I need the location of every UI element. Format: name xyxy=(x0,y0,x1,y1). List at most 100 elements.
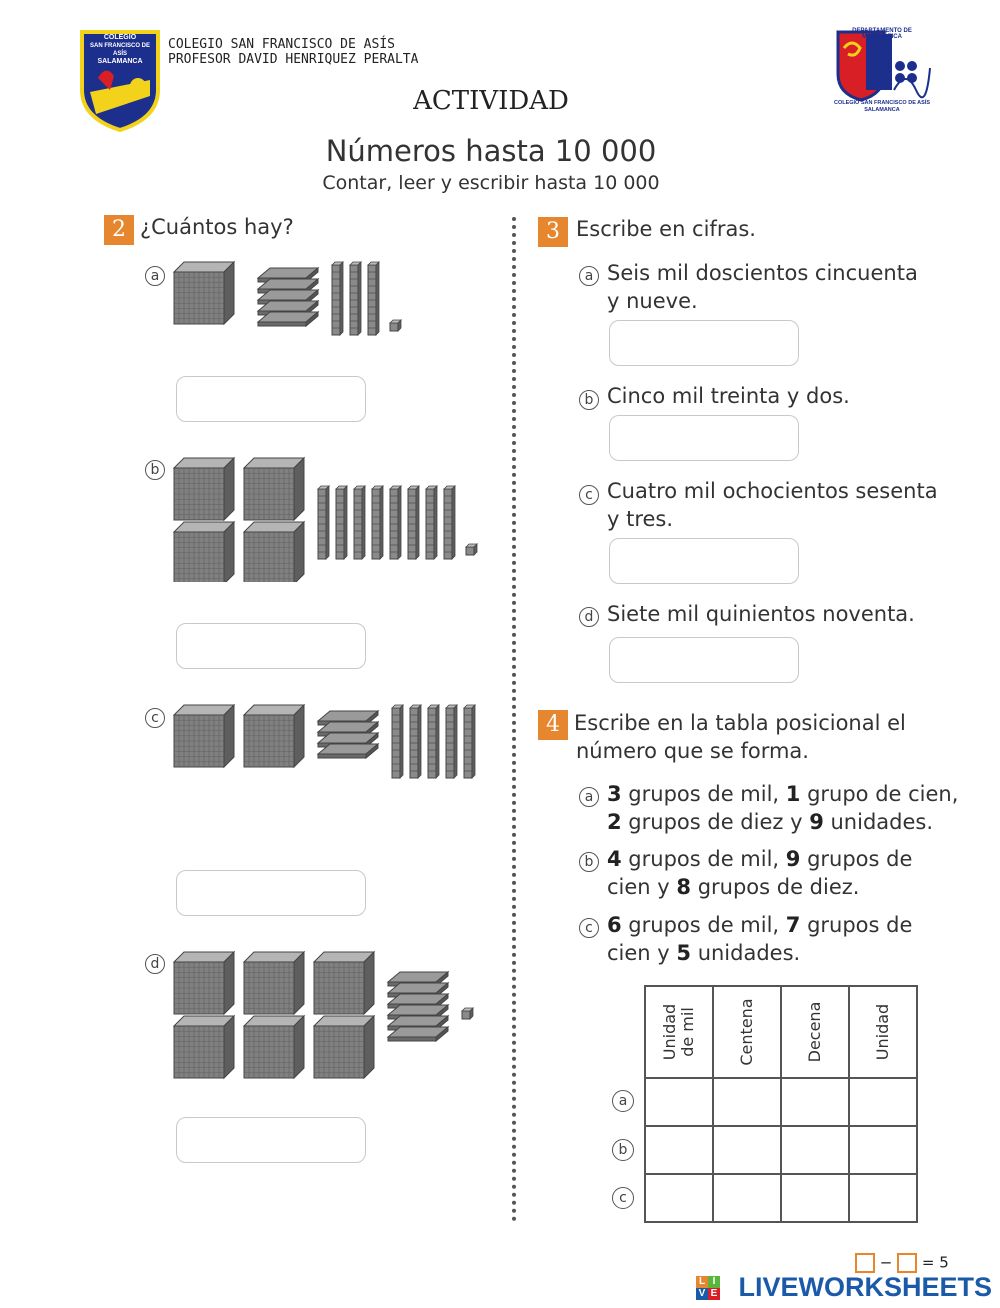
page-subtitle: Contar, leer y escribir hasta 10 000 xyxy=(322,172,660,194)
answer-box-2a[interactable] xyxy=(176,376,366,422)
ten-rod xyxy=(391,704,404,779)
statement-3a-line1: Seis mil doscientos cincuenta xyxy=(607,261,918,285)
answer-box-2d[interactable] xyxy=(176,1117,366,1163)
thousand-cube xyxy=(172,260,236,326)
statement-4b-t2: grupos de xyxy=(800,847,913,871)
logo-right-line-1: DEPARTAMENTO DE MATEMÁTICA xyxy=(852,28,912,40)
cell-b-centena[interactable] xyxy=(712,1125,782,1175)
statement-4c-t2: grupos de xyxy=(800,913,913,937)
thousand-cube xyxy=(312,950,376,1016)
teacher-name: PROFESOR DAVID HENRIQUEZ PERALTA xyxy=(168,52,419,67)
ten-rod xyxy=(349,261,362,336)
school-name: COLEGIO SAN FRANCISCO DE ASÍS xyxy=(168,37,395,52)
statement-4c: 6 grupos de mil, 7 grupos de cien y 5 un… xyxy=(607,911,912,967)
statement-4a-n2: 1 xyxy=(785,782,801,806)
footer-formula: − = 5 xyxy=(855,1253,949,1273)
logo-left-line-1: COLEGIO xyxy=(103,34,137,41)
statement-4c-t1: grupos de mil, xyxy=(621,913,786,937)
base-ten-blocks-a xyxy=(172,260,482,340)
ten-rod xyxy=(425,485,438,560)
cell-b-unidad-de-mil[interactable] xyxy=(644,1125,714,1175)
answer-box-3a[interactable] xyxy=(609,320,799,366)
cell-b-decena[interactable] xyxy=(780,1125,850,1175)
cell-c-centena[interactable] xyxy=(712,1173,782,1223)
item-a-marker: a xyxy=(145,266,165,286)
statement-3c-line2: y tres. xyxy=(607,507,674,531)
item-4a-marker: a xyxy=(579,787,599,807)
item-c-marker: c xyxy=(145,708,165,728)
thousand-cube xyxy=(172,456,236,522)
answer-box-2b[interactable] xyxy=(176,623,366,669)
ten-rod xyxy=(443,485,456,560)
unit-cube xyxy=(389,319,402,332)
school-header: COLEGIO SAN FRANCISCO DE ASÍS PROFESOR D… xyxy=(168,37,418,67)
logo-letter-3: V xyxy=(696,1288,708,1300)
statement-4c-n4: 5 xyxy=(676,941,692,965)
item-4b-marker: b xyxy=(579,852,599,872)
statement-4b-n2: 9 xyxy=(785,847,801,871)
answer-box-3c[interactable] xyxy=(609,538,799,584)
cell-c-unidad[interactable] xyxy=(848,1173,918,1223)
ten-rod xyxy=(463,704,476,779)
header-unidad-de-mil-line2: de mil xyxy=(678,1007,697,1057)
statement-4b-t3: cien y xyxy=(607,875,677,899)
hundred-flat xyxy=(256,310,320,328)
base-ten-drawing xyxy=(172,950,474,1080)
ten-rod xyxy=(409,704,422,779)
formula-box-2 xyxy=(897,1253,918,1273)
table-row xyxy=(644,1077,918,1127)
formula-equals: = xyxy=(921,1253,935,1272)
ten-rod xyxy=(335,485,348,560)
section-4-badge: 4 xyxy=(538,710,568,740)
thousand-cube xyxy=(172,950,236,1016)
cell-a-unidad[interactable] xyxy=(848,1077,918,1127)
answer-box-3b[interactable] xyxy=(609,415,799,461)
math-department-logo: DEPARTAMENTO DE MATEMÁTICA COLEGIO SAN F… xyxy=(832,28,932,114)
ten-rod xyxy=(445,704,458,779)
header-decena: Decena xyxy=(780,985,850,1079)
answer-box-3d[interactable] xyxy=(609,637,799,683)
row-c-marker: c xyxy=(612,1187,634,1209)
hundred-flat xyxy=(316,742,380,760)
page-title: Números hasta 10 000 xyxy=(325,134,657,168)
statement-4b-t4: grupos de diez. xyxy=(691,875,860,899)
header-centena: Centena xyxy=(712,985,782,1079)
cell-a-decena[interactable] xyxy=(780,1077,850,1127)
item-3b-marker: b xyxy=(579,390,599,410)
section-2-badge: 2 xyxy=(104,215,134,245)
base-ten-blocks-c xyxy=(172,703,498,829)
ten-rod xyxy=(353,485,366,560)
formula-result: 5 xyxy=(939,1253,949,1272)
thousand-cube xyxy=(242,1014,306,1080)
answer-box-2c[interactable] xyxy=(176,870,366,916)
statement-3c: Cuatro mil ochocientos sesenta y tres. xyxy=(607,477,938,533)
header-decena-label: Decena xyxy=(805,1001,824,1063)
formula-box-1 xyxy=(855,1253,875,1273)
activity-label: ACTIVIDAD xyxy=(413,86,569,116)
statement-4a-n1: 3 xyxy=(607,782,622,806)
cell-b-unidad[interactable] xyxy=(848,1125,918,1175)
ten-rod xyxy=(427,704,440,779)
section-4-heading-line1: Escribe en la tabla posicional el xyxy=(574,711,906,735)
liveworksheets-logo-icon: L I V E xyxy=(696,1276,720,1300)
formula-minus: − xyxy=(879,1253,893,1272)
header-unidad-label: Unidad xyxy=(873,1003,892,1061)
item-3c-marker: c xyxy=(579,485,599,505)
thousand-cube xyxy=(242,520,306,586)
cell-a-centena[interactable] xyxy=(712,1077,782,1127)
cell-c-decena[interactable] xyxy=(780,1173,850,1223)
ten-rod xyxy=(371,485,384,560)
statement-4c-t3: cien y xyxy=(607,941,677,965)
column-divider xyxy=(512,217,516,1222)
base-ten-blocks-d xyxy=(172,950,482,1080)
statement-4a-n4: 9 xyxy=(809,810,824,834)
cell-a-unidad-de-mil[interactable] xyxy=(644,1077,714,1127)
unit-cube xyxy=(461,1007,474,1020)
statement-4a-t1: grupos de mil, xyxy=(621,782,786,806)
cell-c-unidad-de-mil[interactable] xyxy=(644,1173,714,1223)
thousand-cube xyxy=(312,1014,376,1080)
liveworksheets-brand: LIVEWORKSHEETS xyxy=(738,1272,992,1302)
statement-4c-n2: 7 xyxy=(785,913,801,937)
logo-letter-4: E xyxy=(708,1288,720,1300)
